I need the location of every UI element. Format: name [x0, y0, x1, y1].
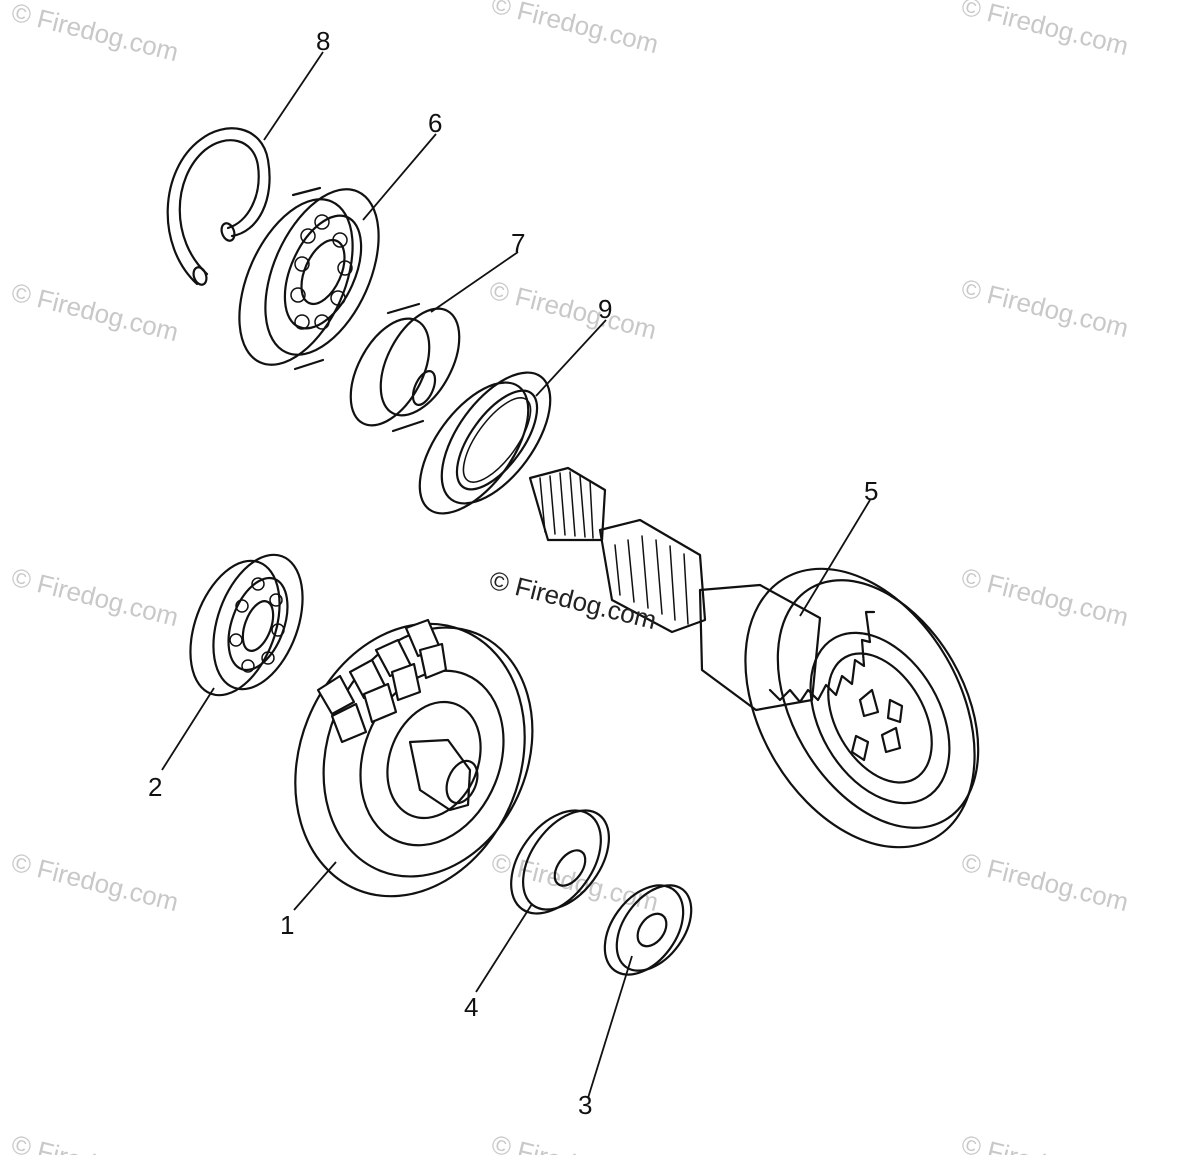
- watermark: © Firedog.com: [9, 562, 182, 632]
- part-1-starter-gear: [294, 618, 534, 898]
- part-2-ball-bearing: [189, 553, 304, 697]
- callout-6: 6: [428, 108, 442, 138]
- center-watermark: © Firedog.com: [487, 565, 660, 635]
- callout-5: 5: [864, 476, 878, 506]
- leader-line-5: [799, 499, 871, 617]
- leader-lines: [161, 51, 871, 1099]
- watermark: © Firedog.com: [9, 1129, 182, 1155]
- leader-line-4: [475, 903, 533, 993]
- watermark: © Firedog.com: [959, 273, 1132, 343]
- watermark: © Firedog.com: [9, 0, 182, 67]
- watermark: © Firedog.com: [489, 1129, 662, 1155]
- watermark: © Firedog.com: [487, 275, 660, 345]
- leader-line-6: [362, 133, 437, 221]
- watermark-layer: © Firedog.com © Firedog.com © Firedog.co…: [9, 0, 1132, 1155]
- leader-line-7: [430, 251, 519, 313]
- leader-line-2: [161, 687, 215, 771]
- watermark: © Firedog.com: [959, 562, 1132, 632]
- callout-4: 4: [464, 992, 478, 1022]
- callout-7: 7: [511, 228, 525, 258]
- part-5-shaft-gear: [528, 466, 980, 849]
- callout-labels: 8 6 7 9 5 2 1 4 3: [148, 26, 878, 1120]
- watermark: © Firedog.com: [959, 0, 1132, 61]
- part-7-spacer: [349, 302, 461, 433]
- part-4-washer: [510, 809, 610, 915]
- callout-9: 9: [598, 294, 612, 324]
- part-3-washer: [603, 884, 693, 976]
- watermark: © Firedog.com: [9, 847, 182, 917]
- callout-2: 2: [148, 772, 162, 802]
- callout-3: 3: [578, 1090, 592, 1120]
- part-8-snap-ring: [166, 127, 271, 286]
- callout-8: 8: [316, 26, 330, 56]
- part-9-oil-seal: [418, 371, 552, 515]
- leader-line-1: [293, 861, 337, 911]
- watermark: © Firedog.com: [959, 847, 1132, 917]
- leader-line-3: [587, 955, 633, 1099]
- leader-line-9: [535, 319, 607, 397]
- watermark: © Firedog.com: [489, 847, 662, 917]
- callout-1: 1: [280, 910, 294, 940]
- watermark: © Firedog.com: [9, 277, 182, 347]
- part-6-ball-bearing: [238, 186, 380, 371]
- leader-line-8: [263, 51, 324, 141]
- watermark: © Firedog.com: [489, 0, 662, 59]
- watermark: © Firedog.com: [959, 1129, 1132, 1155]
